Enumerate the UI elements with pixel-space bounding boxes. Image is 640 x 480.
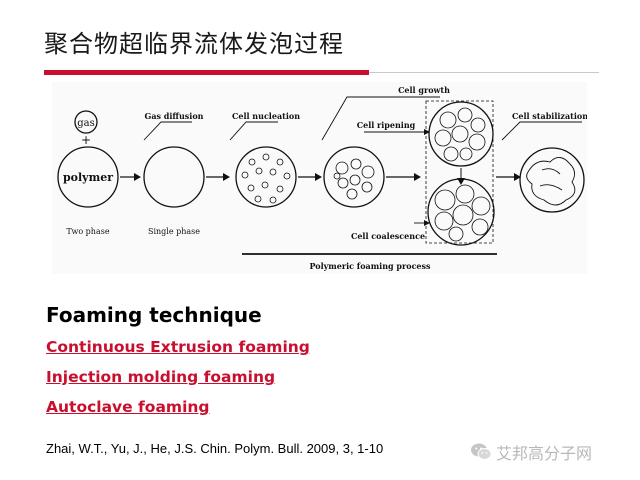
nucleation-circle [235,146,297,208]
process-label: Polymeric foaming process [309,261,431,271]
cell-growth-label: Cell growth [398,85,450,95]
ripening-circle [428,101,494,167]
cell-nucleation-label: Cell nucleation [232,111,300,121]
link-injection-molding[interactable]: Injection molding foaming [46,368,276,386]
single-phase-circle [143,146,205,208]
title-divider [369,72,599,73]
growth-bracket [425,100,494,244]
title-accent-bar [44,70,369,75]
gas-bubble [74,110,98,134]
slide-title: 聚合物超临界流体发泡过程 [44,30,344,58]
gas-diffusion-label: Gas diffusion [144,111,203,121]
two-phase-label: Two phase [66,227,109,236]
stabilization-circle [519,147,585,213]
foaming-technique-heading: Foaming technique [46,303,262,327]
link-continuous-extrusion[interactable]: Continuous Extrusion foaming [46,338,310,356]
gas-label: gas [77,118,95,129]
link-autoclave[interactable]: Autoclave foaming [46,398,210,416]
growth-circle-small [323,146,385,208]
polymer-circle [57,146,119,208]
cell-ripening-label: Cell ripening [357,120,416,130]
cell-coalescence-label: Cell coalescence [351,231,425,241]
single-phase-label: Single phase [148,227,200,236]
citation-reference: Zhai, W.T., Yu, J., He, J.S. Chin. Polym… [46,441,384,456]
watermark: 艾邦高分子网 [470,440,592,464]
cell-stabilization-label: Cell stabilization [512,111,587,121]
coalescence-circle [427,178,495,246]
plus-sign: + [81,133,91,147]
watermark-text: 艾邦高分子网 [496,444,593,463]
foaming-process-diagram: gas + polymer Two phase Gas diffusion Si… [52,82,587,274]
wechat-icon [470,442,492,462]
polymer-label: polymer [63,171,113,184]
